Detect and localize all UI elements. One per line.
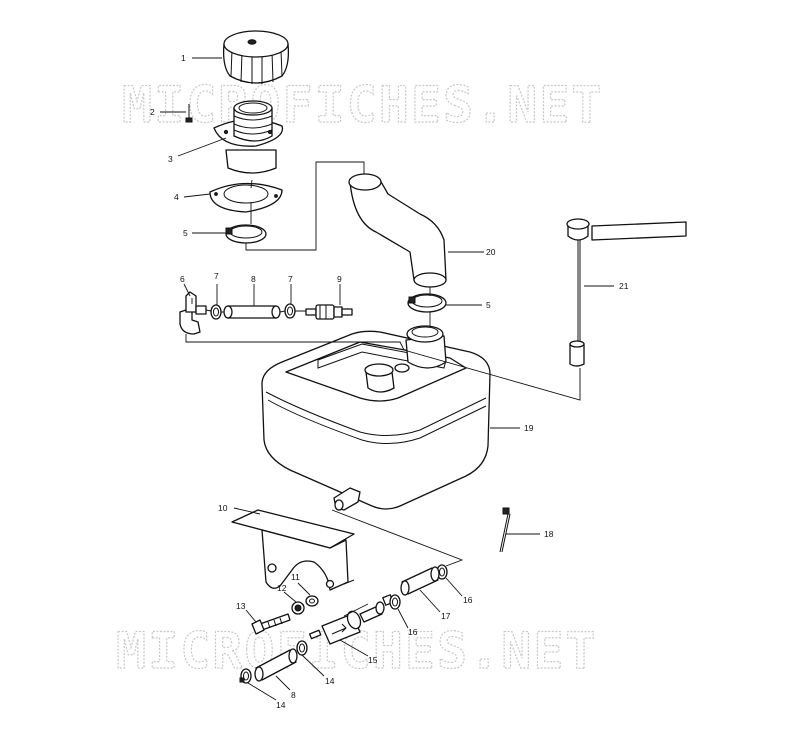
callout-6: 6 — [180, 274, 185, 284]
part-clamp-upper[interactable] — [225, 224, 267, 244]
callout-8a: 8 — [251, 274, 256, 284]
part-elbow-fitting[interactable] — [179, 291, 207, 335]
part-fuel-hose-long[interactable] — [254, 648, 298, 682]
part-filler-neck[interactable] — [213, 100, 284, 174]
callout-8b: 8 — [291, 690, 296, 700]
callout-14b: 14 — [276, 700, 286, 710]
assembly-lines — [185, 161, 581, 617]
part-fuel-gauge[interactable] — [566, 218, 687, 367]
part-bolt[interactable] — [251, 613, 291, 635]
part-cable-tie[interactable] — [499, 507, 511, 553]
callout-5a: 5 — [183, 228, 188, 238]
callout-2: 2 — [150, 107, 155, 117]
callout-labels: 1 2 3 4 5 6 7 8 7 9 20 5 21 19 10 18 12 … — [150, 53, 629, 710]
callout-14a: 14 — [325, 676, 335, 686]
callout-21: 21 — [619, 281, 629, 291]
part-check-valve[interactable] — [305, 304, 353, 320]
part-filler-hose[interactable] — [348, 173, 447, 288]
callout-4: 4 — [174, 192, 179, 202]
leader-lines — [160, 57, 614, 701]
part-hose-clamp-left[interactable] — [210, 304, 222, 320]
callout-16b: 16 — [408, 627, 418, 637]
part-neck-gasket[interactable] — [209, 182, 283, 213]
callout-7a: 7 — [214, 271, 219, 281]
part-screw-small[interactable] — [185, 104, 193, 123]
callout-12: 12 — [277, 583, 287, 593]
callout-20: 20 — [486, 247, 496, 257]
callout-9: 9 — [337, 274, 342, 284]
part-hose-clamp-right[interactable] — [284, 303, 296, 319]
part-fuel-clamp-lower[interactable] — [389, 594, 401, 610]
part-fuel-clamp-14b[interactable] — [239, 668, 252, 684]
callout-19: 19 — [524, 423, 534, 433]
callout-10: 10 — [218, 503, 228, 513]
part-grommet[interactable] — [291, 601, 305, 615]
callout-3: 3 — [168, 154, 173, 164]
part-mount-bracket[interactable] — [231, 509, 355, 591]
watermark-top: MICROFICHES.NET — [122, 76, 604, 134]
part-filler-cap[interactable] — [222, 30, 290, 84]
part-vent-hose[interactable] — [223, 305, 281, 319]
part-fuel-clamp-14a[interactable] — [296, 640, 308, 656]
callout-16a: 16 — [463, 595, 473, 605]
part-washer[interactable] — [305, 595, 319, 607]
callout-1: 1 — [181, 53, 186, 63]
part-clamp-lower[interactable] — [407, 293, 447, 313]
callout-13: 13 — [236, 601, 246, 611]
part-fuel-hose-short[interactable] — [400, 566, 440, 596]
callout-7b: 7 — [288, 274, 293, 284]
callout-18: 18 — [544, 529, 554, 539]
callout-5b: 5 — [486, 300, 491, 310]
part-fuel-tank[interactable] — [261, 325, 491, 511]
callout-15: 15 — [368, 655, 378, 665]
callout-11: 11 — [291, 572, 300, 582]
callout-17: 17 — [441, 611, 451, 621]
